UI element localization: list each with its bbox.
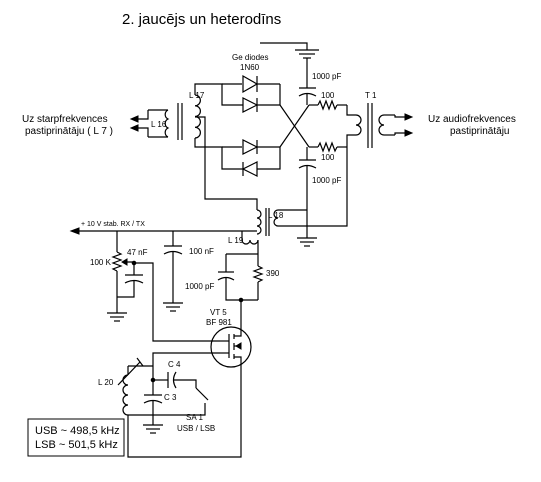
label-supply: + 10 V stab. RX / TX [81,221,145,228]
label-r390: 390 [266,269,280,278]
label-c-mid: 1000 pF [312,176,341,185]
ground-pot [107,312,127,322]
label-bf981: BF 981 [206,318,232,327]
label-vt5: VT 5 [210,308,227,317]
label-l19: L 19 [228,236,244,245]
label-l20: L 20 [98,378,114,387]
legend-lsb-freq: LSB ~ 501,5 kHz [35,439,118,451]
potentiometer-100k [111,231,135,313]
diagram-title: 2. jaucējs un heterodīns [122,11,281,28]
wire-gate2 [152,352,220,380]
transformer-t1 [355,103,395,148]
label-ge-diodes: Ge diodes [232,53,268,62]
transformer-l17-l16 [148,94,201,140]
mid-capacitor [298,147,317,238]
diode-2-symbol [242,97,259,113]
transistor-vt5 [210,326,252,368]
capacitor-47nf [117,260,220,342]
capacitor-c4 [153,371,197,389]
resistor-mid [309,134,356,153]
switch-sa1 [153,387,209,416]
label-l17: L 17 [189,91,205,100]
right-text-line-2: pastiprinātāju [450,126,509,137]
diode-1-symbol [242,74,259,94]
capacitor-100nf [163,231,183,312]
label-c100n: 100 nF [189,247,214,256]
left-text-line-1: Uz starpfrekvences [22,114,108,125]
label-l16: L 16 [151,120,167,129]
input-arrow-if [129,110,149,137]
ground-top [260,42,319,59]
top-capacitor [298,58,317,105]
diode-4-symbol [241,161,258,177]
label-c3: C 3 [164,393,177,402]
label-l18: L 18 [268,211,284,220]
output-arrow-audio [394,113,414,137]
wire-l18-ground [278,147,348,227]
capacitor-c3 [143,377,163,434]
transformer-l18-l19 [256,208,307,236]
resistor-390 [226,253,264,300]
label-t1: T 1 [365,91,377,100]
label-c1000-vt: 1000 pF [185,282,214,291]
frequency-legend: USB ~ 498,5 kHz LSB ~ 501,5 kHz [27,418,125,457]
label-r-mid: 100 [321,153,335,162]
label-sa1: SA 1 [186,413,203,422]
label-r-top: 100 [321,91,335,100]
diode-ring [194,74,310,177]
left-text-line-2: pastiprinātāju ( L 7 ) [25,126,113,137]
label-c4: C 4 [168,360,181,369]
wire-l17-tap [195,116,258,210]
wire-source [127,367,242,458]
coil-l19 [241,231,259,254]
label-r100k: 100 K [90,258,112,267]
label-c47: 47 nF [127,248,148,257]
label-diode-type: 1N60 [240,63,260,72]
resistor-top [309,99,356,116]
label-usb-lsb: USB / LSB [177,424,215,433]
label-c-top: 1000 pF [312,72,341,81]
coil-l20 [117,357,153,425]
supply-arrow [69,227,80,235]
ground-mid [297,237,317,247]
diode-3-symbol [242,139,259,155]
capacitor-1000pf-vt [217,254,258,326]
legend-usb-freq: USB ~ 498,5 kHz [35,425,120,437]
right-text-line-1: Uz audiofrekvences [428,114,516,125]
